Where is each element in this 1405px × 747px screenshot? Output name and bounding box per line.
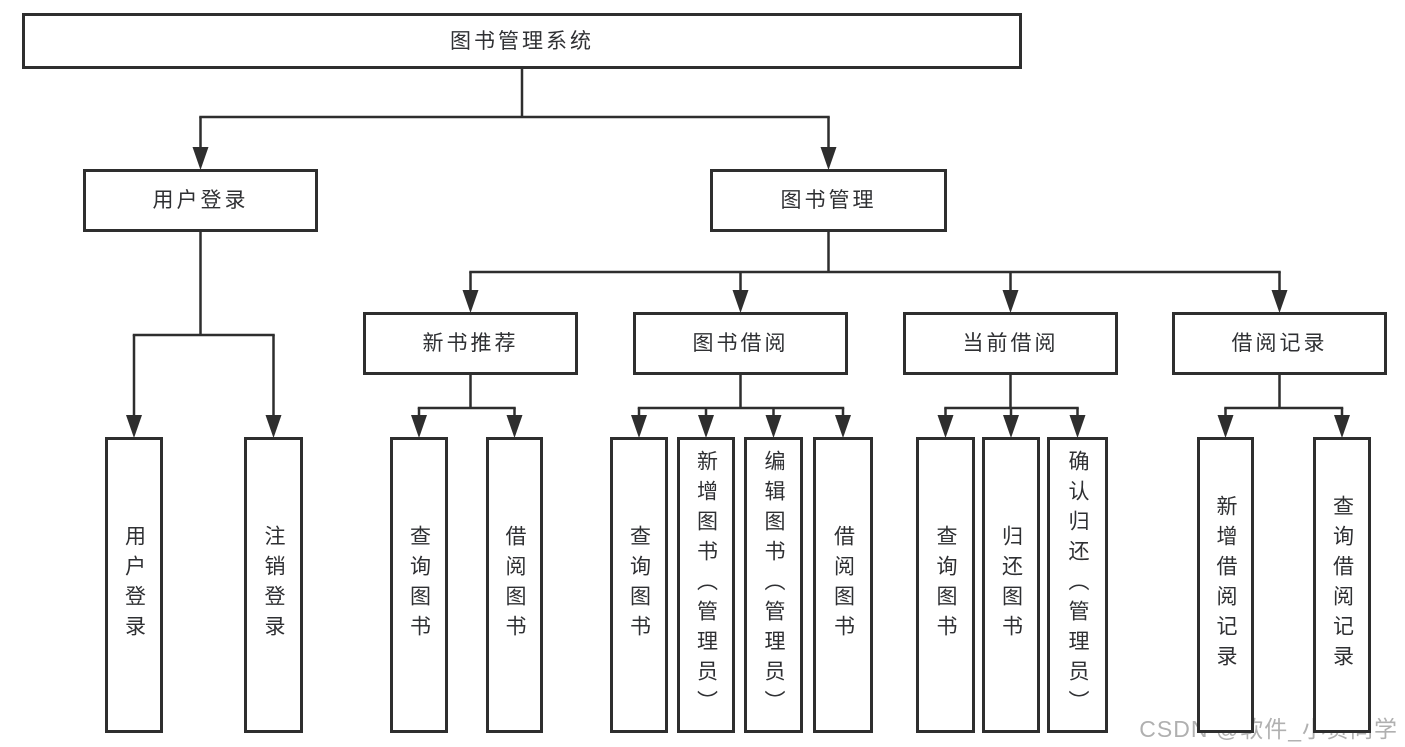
arrowhead-icon (1271, 290, 1288, 313)
node-bb-borrow-books: 借阅图书 (813, 437, 873, 733)
node-nbr-query-books: 查询图书 (390, 437, 448, 733)
arrowhead-icon (937, 415, 954, 438)
node-bb-add-books-admin: 新增图书（管理员） (677, 437, 735, 733)
node-label-br-query-record: 查询借阅记录 (1330, 495, 1354, 675)
node-current-borrow: 当前借阅 (903, 312, 1118, 375)
node-label-bb-borrow-books: 借阅图书 (831, 525, 855, 645)
arrowhead-icon (1334, 415, 1350, 438)
node-new-book-rec: 新书推荐 (363, 312, 578, 375)
node-nbr-borrow-books: 借阅图书 (486, 437, 543, 733)
node-label-user-login: 用户登录 (122, 525, 146, 645)
node-label-nbr-borrow-books: 借阅图书 (503, 525, 526, 645)
arrowhead-icon (1217, 415, 1234, 438)
arrowhead-icon (835, 415, 851, 438)
node-label-cb-query-books: 查询图书 (934, 525, 957, 645)
node-label-book-borrow: 图书借阅 (692, 332, 789, 355)
arrowhead-icon (1069, 415, 1086, 438)
node-label-cb-confirm-return-admin: 确认归还（管理员） (1066, 450, 1089, 720)
node-label-bb-query-books: 查询图书 (627, 525, 651, 645)
node-label-book-mgmt: 图书管理 (780, 189, 877, 212)
node-label-nbr-query-books: 查询图书 (407, 525, 431, 645)
arrowhead-icon (631, 415, 647, 438)
arrowhead-icon (732, 290, 749, 313)
arrowhead-icon (820, 147, 837, 170)
node-cb-return-books: 归还图书 (982, 437, 1040, 733)
node-root: 图书管理系统 (22, 13, 1022, 69)
node-bb-edit-books-admin: 编辑图书（管理员） (744, 437, 803, 733)
arrowhead-icon (1002, 290, 1019, 313)
arrowhead-icon (698, 415, 714, 438)
node-br-query-record: 查询借阅记录 (1313, 437, 1371, 733)
node-br-add-record: 新增借阅记录 (1197, 437, 1254, 733)
node-bb-query-books: 查询图书 (610, 437, 668, 733)
arrowhead-icon (765, 415, 782, 438)
node-logout-login: 注销登录 (244, 437, 303, 733)
arrowhead-icon (506, 415, 523, 438)
node-label-bb-add-books-admin: 新增图书（管理员） (694, 450, 718, 720)
node-book-mgmt: 图书管理 (710, 169, 947, 232)
node-cb-query-books: 查询图书 (916, 437, 975, 733)
node-borrow-records: 借阅记录 (1172, 312, 1387, 375)
arrowhead-icon (411, 415, 427, 438)
node-label-current-borrow: 当前借阅 (962, 332, 1059, 355)
node-user-login: 用户登录 (105, 437, 163, 733)
node-login-group: 用户登录 (83, 169, 318, 232)
node-label-new-book-rec: 新书推荐 (422, 332, 519, 355)
node-book-borrow: 图书借阅 (633, 312, 848, 375)
node-label-logout-login: 注销登录 (262, 525, 285, 645)
node-label-br-add-record: 新增借阅记录 (1214, 495, 1237, 675)
arrowhead-icon (126, 415, 142, 438)
node-label-root: 图书管理系统 (450, 29, 594, 53)
node-label-borrow-records: 借阅记录 (1231, 332, 1328, 355)
arrowhead-icon (462, 290, 479, 313)
arrowhead-icon (1003, 415, 1019, 438)
arrowhead-icon (265, 415, 282, 438)
node-label-login-group: 用户登录 (152, 189, 249, 212)
arrowhead-icon (192, 147, 209, 170)
node-label-bb-edit-books-admin: 编辑图书（管理员） (762, 450, 785, 720)
node-label-cb-return-books: 归还图书 (999, 525, 1023, 645)
node-cb-confirm-return-admin: 确认归还（管理员） (1047, 437, 1108, 733)
